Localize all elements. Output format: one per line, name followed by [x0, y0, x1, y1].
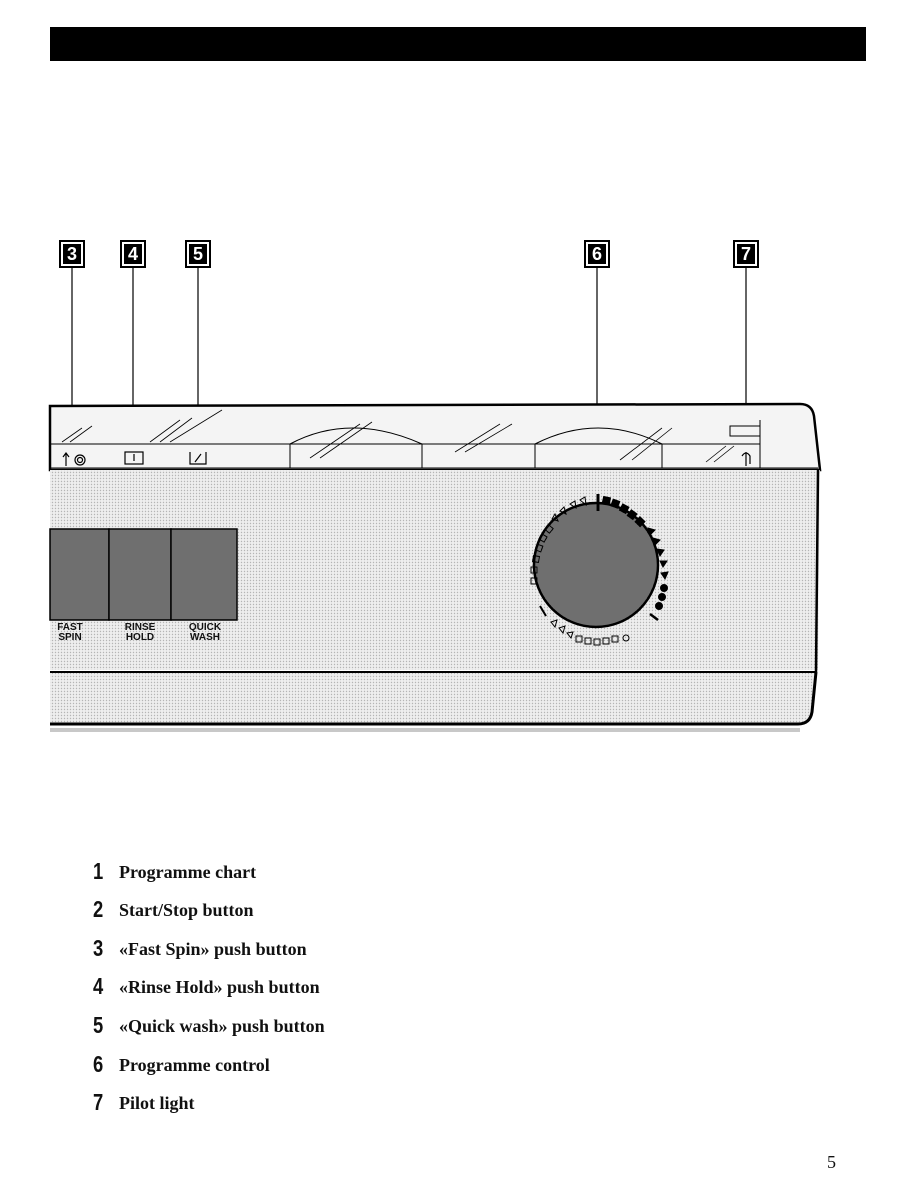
panel-symbols: [62, 451, 751, 466]
control-panel-illustration: [48, 268, 822, 732]
callout-4: 4: [120, 240, 146, 268]
legend-number: 5: [93, 1012, 104, 1038]
legend-text: «Fast Spin» push button: [119, 939, 307, 959]
push-buttons: [49, 528, 238, 621]
callout-6: 6: [584, 240, 610, 268]
legend-number: 4: [93, 973, 104, 999]
glass-reflections: [61, 409, 735, 463]
panel-bottom-strip: [50, 672, 816, 724]
legend-number: 6: [93, 1051, 104, 1077]
legend-text: Programme chart: [119, 862, 257, 882]
dial-markers-outline: [530, 496, 630, 646]
legend-number: 7: [93, 1089, 104, 1115]
quick-wash-button[interactable]: [170, 528, 238, 621]
legend-number: 3: [93, 935, 104, 961]
callout-5: 5: [185, 240, 211, 268]
callout-3: 3: [59, 240, 85, 268]
legend-number: 2: [93, 896, 104, 922]
legend-text: Pilot light: [119, 1093, 195, 1113]
legend-text: Start/Stop button: [119, 900, 254, 920]
panel-top-strip: [48, 402, 822, 472]
legend-text: «Rinse Hold» push button: [119, 977, 320, 997]
legend-text: «Quick wash» push button: [119, 1016, 325, 1036]
callout-7: 7: [733, 240, 759, 268]
page-number: 5: [827, 1152, 836, 1172]
fast-spin-button[interactable]: [49, 528, 110, 621]
dial-markers: [601, 495, 669, 621]
legend-number: 1: [93, 858, 104, 884]
header-bar: [50, 27, 866, 61]
programme-chart-window: [289, 420, 761, 468]
rinse-hold-button[interactable]: [108, 528, 172, 621]
programme-control-dial[interactable]: [532, 494, 660, 629]
legend-text: Programme control: [119, 1055, 270, 1075]
